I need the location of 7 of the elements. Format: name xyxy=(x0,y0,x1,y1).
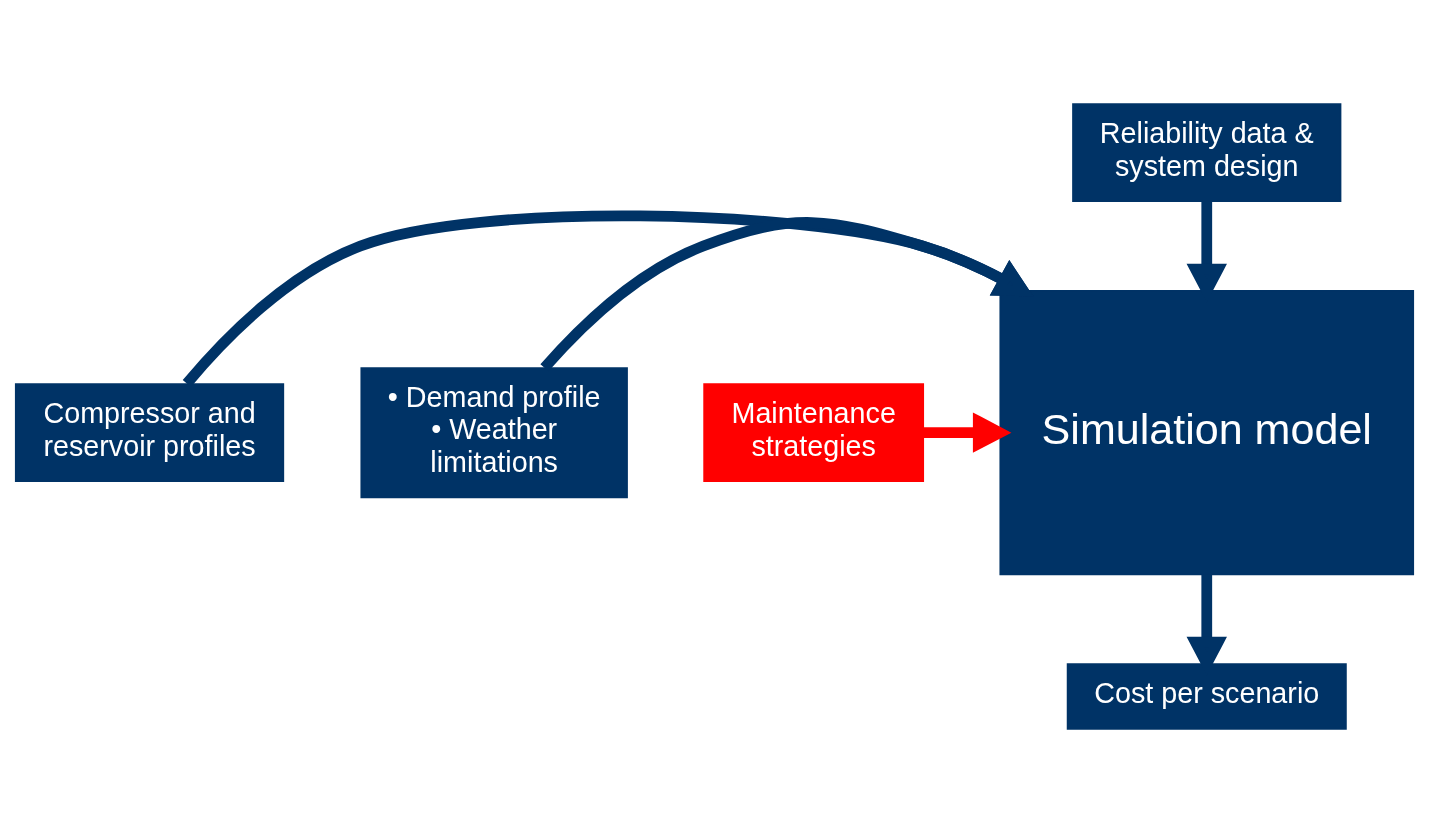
node-box: Reliability data & system design xyxy=(1072,103,1342,202)
node-box: Cost per scenario xyxy=(1066,663,1347,730)
node-box: • Demand profile • Weather limitations xyxy=(360,367,628,499)
arrow xyxy=(923,412,1012,453)
node-box: Maintenance strategies xyxy=(703,383,925,482)
node-box: Compressor and reservoir profiles xyxy=(14,383,285,482)
node-box: Simulation model xyxy=(999,289,1415,576)
